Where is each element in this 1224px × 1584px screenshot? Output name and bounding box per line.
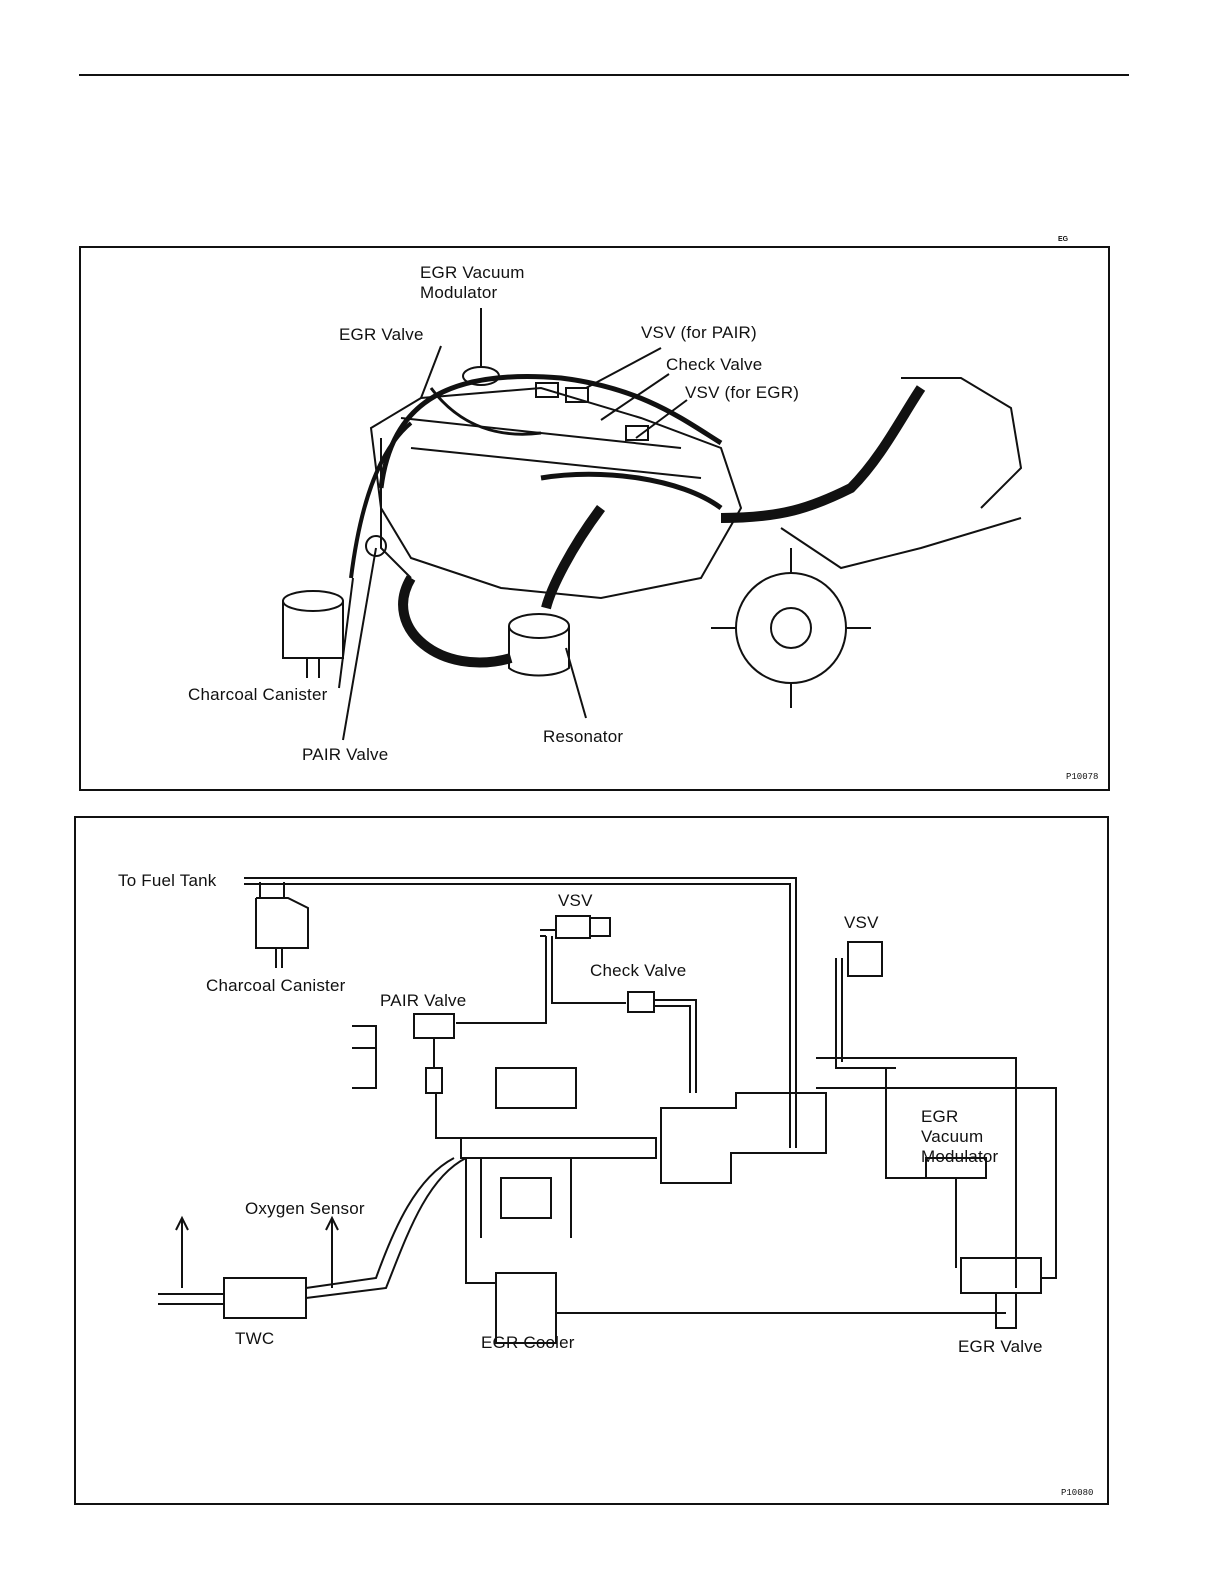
label-pair-valve: PAIR Valve [380, 990, 466, 1011]
label-egr-vacuum-modulator-2: Modulator [420, 282, 497, 303]
figure-code: P10080 [1061, 1488, 1093, 1498]
label-vsv-egr: VSV (for EGR) [685, 382, 799, 403]
label-egr-vacuum-modulator-2: Vacuum [921, 1126, 983, 1147]
label-oxygen-sensor: Oxygen Sensor [245, 1198, 365, 1219]
label-vsv-right: VSV [844, 912, 879, 933]
label-charcoal-canister: Charcoal Canister [188, 684, 327, 705]
label-to-fuel-tank: To Fuel Tank [118, 870, 216, 891]
engine-layout-drawing [81, 248, 1108, 789]
label-egr-vacuum-modulator-1: EGR [921, 1106, 958, 1127]
label-egr-vacuum-modulator-1: EGR Vacuum [420, 262, 525, 283]
label-check-valve: Check Valve [666, 354, 762, 375]
header-rule [79, 74, 1129, 76]
label-pair-valve: PAIR Valve [302, 744, 388, 765]
engine-layout-figure: EGR Vacuum Modulator EGR Valve VSV (for … [79, 246, 1110, 791]
label-egr-valve: EGR Valve [339, 324, 424, 345]
label-charcoal-canister: Charcoal Canister [206, 975, 345, 996]
figure-code: P10078 [1066, 772, 1098, 782]
label-vsv-pair: VSV (for PAIR) [641, 322, 757, 343]
label-twc: TWC [235, 1328, 274, 1349]
label-egr-cooler: EGR Cooler [481, 1332, 575, 1353]
label-vsv-left: VSV [558, 890, 593, 911]
label-check-valve: Check Valve [590, 960, 686, 981]
system-schematic-figure: To Fuel Tank Charcoal Canister VSV VSV C… [74, 816, 1109, 1505]
label-egr-vacuum-modulator-3: Modulator [921, 1146, 998, 1167]
label-resonator: Resonator [543, 726, 623, 747]
label-egr-valve: EGR Valve [958, 1336, 1043, 1357]
section-tag: EG [1058, 236, 1068, 243]
